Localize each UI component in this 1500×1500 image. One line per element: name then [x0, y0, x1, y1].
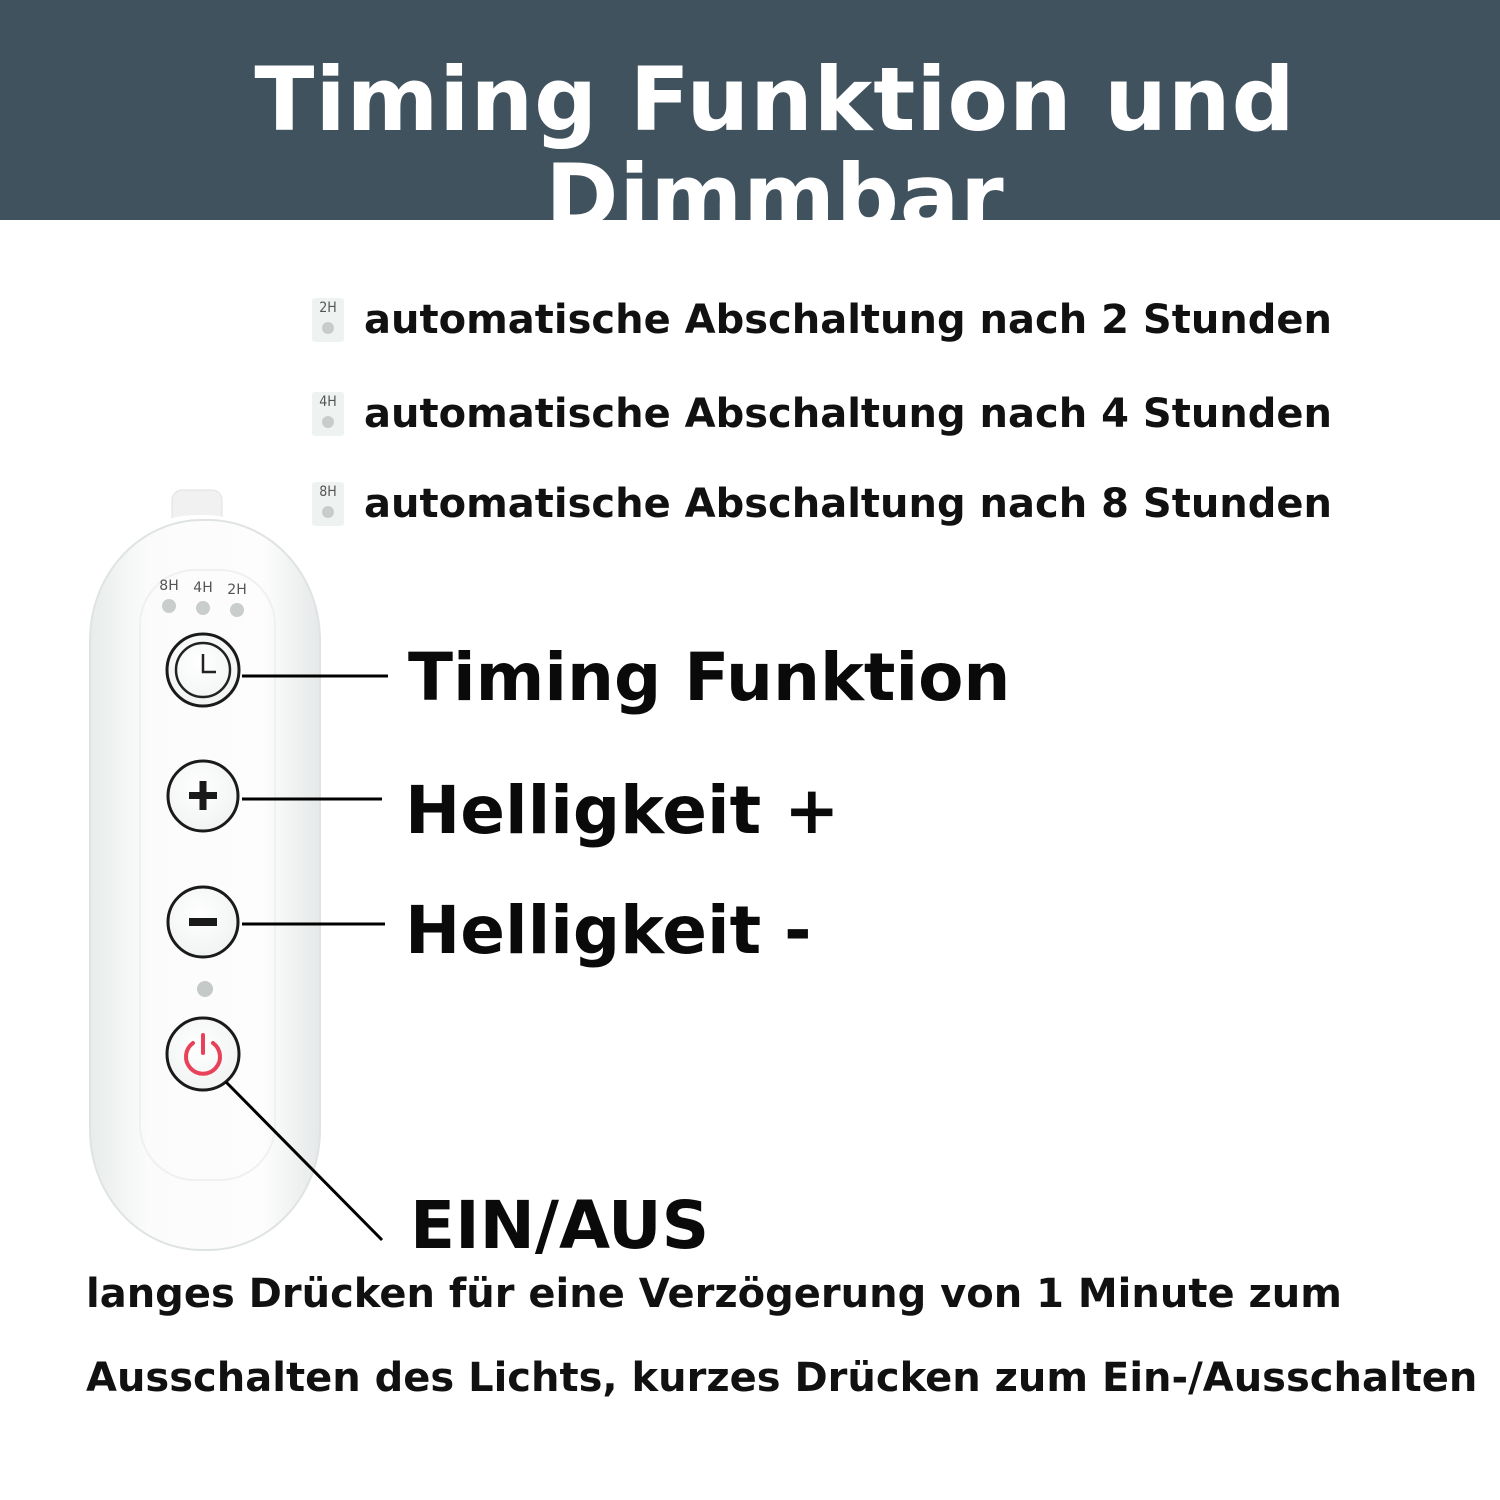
indicator-4h: 4H [193, 580, 212, 596]
timer-description: automatische Abschaltung nach 8 Stunden [364, 481, 1333, 527]
leader-line-power [224, 1080, 384, 1242]
timer-description: automatische Abschaltung nach 2 Stunden [364, 297, 1333, 343]
description-line-2: Ausschalten des Lichts, kurzes Drücken z… [86, 1355, 1478, 1401]
timer-badge-label: 8H [319, 484, 337, 500]
timer-description: automatische Abschaltung nach 4 Stunden [364, 391, 1333, 437]
timer-badge-label: 4H [319, 394, 337, 410]
timing-button[interactable] [165, 632, 241, 708]
timer-4h-icon: 4H [312, 392, 344, 436]
brightness-up-button[interactable] [166, 759, 240, 833]
timer-2h-icon: 2H [312, 298, 344, 342]
plus-icon [189, 781, 217, 810]
minus-icon [189, 918, 217, 926]
clock-icon [174, 641, 232, 699]
header-banner: Timing Funktion und Dimmbar [0, 0, 1500, 245]
label-brightness-up: Helligkeit + [405, 772, 840, 849]
label-timing: Timing Funktion [408, 639, 1011, 716]
label-power: EIN/AUS [410, 1187, 710, 1264]
brightness-down-button[interactable] [166, 885, 240, 959]
timer-badge-label: 2H [319, 300, 337, 316]
indicator-leds: 8H 4H 2H [159, 578, 247, 617]
status-led [197, 981, 213, 997]
page-title: Timing Funktion und Dimmbar [254, 48, 1296, 248]
label-brightness-down: Helligkeit - [405, 892, 812, 969]
indicator-2h: 2H [227, 582, 246, 598]
description-line-1: langes Drücken für eine Verzögerung von … [86, 1271, 1342, 1317]
power-button[interactable] [165, 1016, 241, 1092]
indicator-8h: 8H [159, 578, 178, 594]
power-icon [184, 1033, 222, 1076]
timer-8h-icon: 8H [312, 482, 344, 526]
